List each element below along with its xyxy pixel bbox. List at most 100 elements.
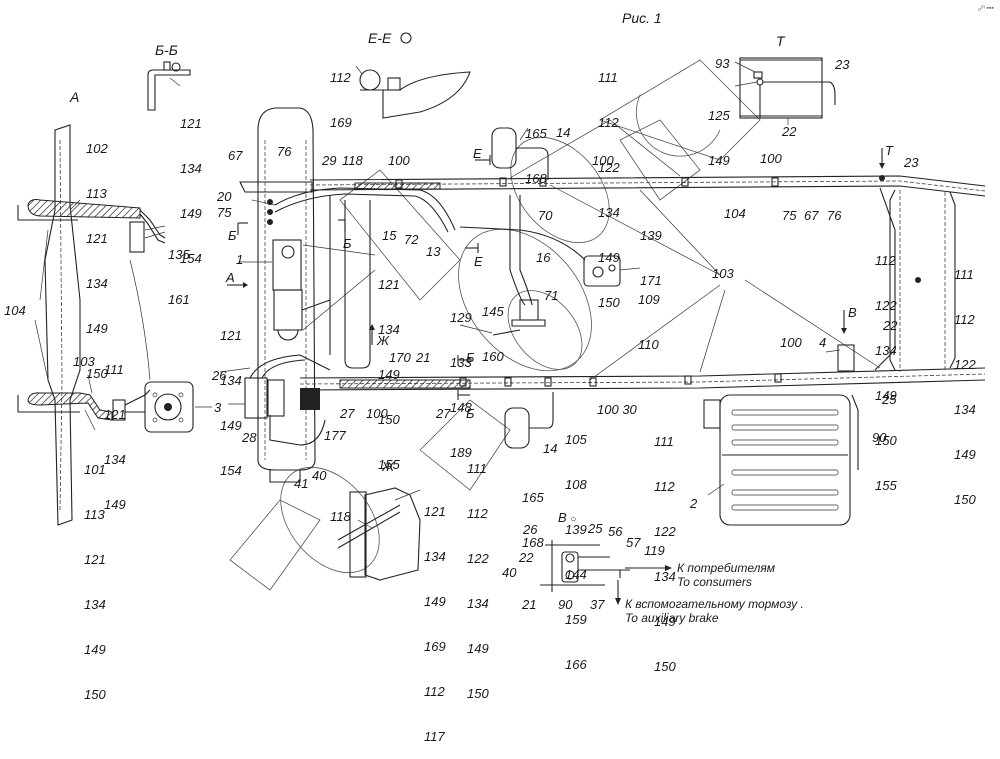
part-number: 149 xyxy=(180,206,202,221)
part-number: 154 xyxy=(220,463,242,478)
front-valve-cluster xyxy=(219,354,331,446)
part-number: 129 xyxy=(450,310,472,325)
part-number: 112 xyxy=(467,506,488,521)
part-number: 122 xyxy=(954,357,976,372)
air-receivers xyxy=(703,344,859,526)
part-number: 168 xyxy=(522,535,544,550)
part-number: 101 xyxy=(84,462,106,477)
part-number: 189 xyxy=(450,445,472,460)
brake-chamber-bottom xyxy=(504,392,554,449)
v-22: 22 xyxy=(519,550,534,565)
a-bottom-callout: 101 113 121 134 149 150 xyxy=(84,432,106,717)
view-zh-label: Ж xyxy=(382,459,394,474)
sec-b-left: Б xyxy=(228,228,237,243)
part-number: 154 xyxy=(180,251,202,266)
part-number: 111 xyxy=(954,267,974,282)
p-15: 15 xyxy=(382,228,397,243)
part-number: 155 xyxy=(875,478,897,493)
part-number: 149 xyxy=(875,388,897,403)
part-number: 121 xyxy=(378,277,400,292)
view-bb-label: Б-Б xyxy=(155,42,178,58)
part-number: 149 xyxy=(954,447,976,462)
section-markers xyxy=(227,148,885,400)
p-100-b: 100 xyxy=(366,406,388,421)
p-104: 104 xyxy=(724,206,746,221)
part-number: 111 xyxy=(654,434,674,449)
p-27-a: 27 xyxy=(340,406,355,421)
p-165-168-bot: 165 168 xyxy=(522,460,544,565)
p-21: 21 xyxy=(416,350,431,365)
part-number: 149 xyxy=(220,418,242,433)
v-56: 56 xyxy=(608,524,623,539)
sec-e-mid: Е xyxy=(474,254,483,269)
part-number: 113 xyxy=(86,186,107,201)
part-number: 133 xyxy=(450,355,472,370)
part-number: 134 xyxy=(84,597,106,612)
p-4: 4 xyxy=(819,335,827,350)
a-top-callout: 102 113 121 134 149 150 xyxy=(86,111,108,396)
p-23-b: 23 xyxy=(904,155,919,170)
part-number: 102 xyxy=(86,141,108,156)
p-28: 28 xyxy=(242,430,257,445)
part-number: 134 xyxy=(467,596,489,611)
part-number: 145 xyxy=(482,304,504,319)
part-number: 148 xyxy=(450,400,472,415)
part-number: 112 xyxy=(424,684,445,699)
sec-zh-arrow: Ж xyxy=(377,333,389,348)
corner-mark: ₀ᵐ ▪▪▪ xyxy=(978,5,994,12)
part-number: 149 xyxy=(378,367,400,382)
t-125-149: 125 149 xyxy=(708,78,730,183)
part-number: 134 xyxy=(180,161,202,176)
view-zh-callout: 121 134 149 169 112 117 xyxy=(424,474,446,759)
part-number: 134 xyxy=(220,373,242,388)
p-3: 3 xyxy=(214,400,222,415)
part-number: 105 xyxy=(565,432,587,447)
part-number: 134 xyxy=(954,402,976,417)
part-number: 112 xyxy=(875,253,896,268)
p-27-b: 27 xyxy=(436,406,451,421)
part-number: 169 xyxy=(330,115,352,130)
p-177: 177 xyxy=(324,428,346,443)
t-23: 23 xyxy=(835,57,850,72)
sec-v-arrow: В xyxy=(848,305,857,320)
p-100-30: 100 30 xyxy=(597,402,637,417)
t-93: 93 xyxy=(715,56,730,71)
part-number: 117 xyxy=(424,729,445,744)
part-number: 149 xyxy=(424,594,446,609)
p-100-c: 100 xyxy=(592,153,614,168)
p-139-171: 139 171 xyxy=(640,198,662,303)
part-number: 109 xyxy=(638,292,660,307)
v-57: 57 xyxy=(626,535,641,550)
p-14-top: 14 xyxy=(556,125,571,140)
part-number: 111 xyxy=(467,461,487,476)
part-number: 165 xyxy=(522,490,544,505)
part-number: 112 xyxy=(654,479,675,494)
part-number: 149 xyxy=(708,153,730,168)
sec-t-arrow: Т xyxy=(885,143,893,158)
p-100-d: 100 xyxy=(760,151,782,166)
p-71: 71 xyxy=(544,288,559,303)
part-number: 149 xyxy=(467,641,489,656)
part-number: 134 xyxy=(378,322,400,337)
p-165-168-top: 165 168 xyxy=(525,96,547,201)
cab-wheel-outline xyxy=(238,107,456,483)
p-22: 22 xyxy=(883,318,898,333)
view-zh-118: 118 xyxy=(330,509,351,524)
to-consumers-ru: К потребителям xyxy=(677,561,775,575)
t-22: 22 xyxy=(782,124,797,139)
view-a-label: А xyxy=(70,89,80,105)
part-number: 160 xyxy=(482,349,504,364)
sec-b-lower-bot: Б xyxy=(466,406,475,421)
part-number: 161 xyxy=(168,292,190,307)
part-number: 122 xyxy=(467,551,489,566)
part-number: 125 xyxy=(708,108,730,123)
view-v-valve xyxy=(540,540,672,605)
part-number: 134 xyxy=(598,205,620,220)
part-number: 122 xyxy=(598,160,620,175)
part-number: 166 xyxy=(565,657,587,672)
sec-b-mid: Б xyxy=(343,236,352,251)
right-stack-b: 111 112 122 134 149 150 xyxy=(954,237,976,522)
part-number: 149 xyxy=(598,250,620,265)
sec-b-lower-top: Б xyxy=(466,350,475,365)
a-135-161: 135 161 xyxy=(168,217,190,322)
